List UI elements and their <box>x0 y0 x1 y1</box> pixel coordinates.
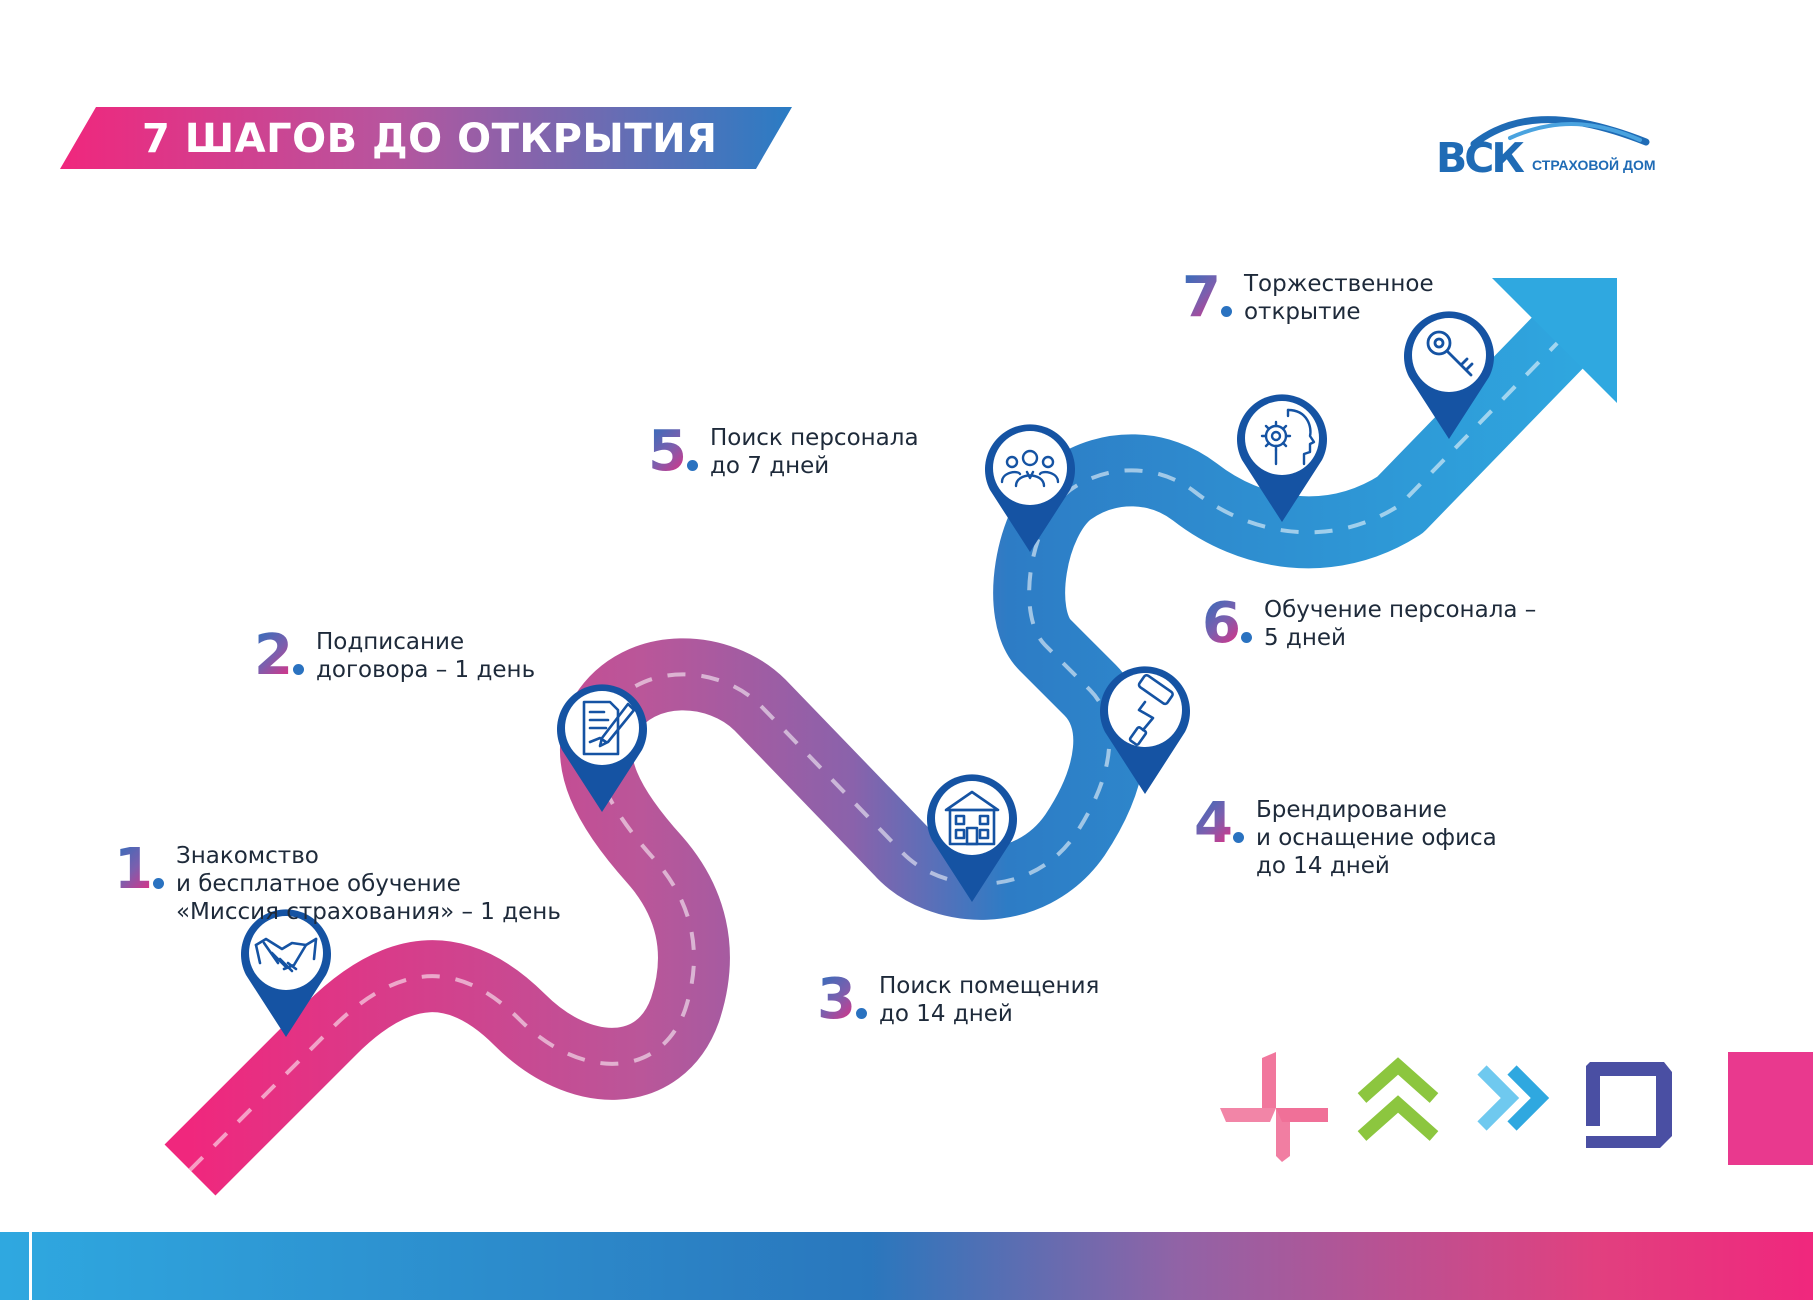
step-dot <box>1232 832 1244 843</box>
step-description: Поиск помещения до 14 дней <box>878 973 1100 1027</box>
step-2: 2 Подписание договора – 1 день <box>254 628 535 684</box>
step-number: 4 <box>1194 791 1233 856</box>
pin-step-4 <box>1100 666 1190 794</box>
logo-arc-icon <box>1470 116 1650 148</box>
step-description: Брендирование и оснащение офиса до 14 дн… <box>1255 797 1497 879</box>
pin-step-7 <box>1404 311 1494 439</box>
step-dot <box>855 1008 867 1019</box>
bottom-gradient-bar <box>0 1232 1813 1300</box>
team-icon <box>1000 449 1060 488</box>
brand-symbols <box>1220 1052 1672 1162</box>
head-gear-icon <box>1260 408 1316 466</box>
step-number: 3 <box>817 967 856 1032</box>
double-chevron-up-icon <box>1357 1057 1439 1141</box>
step-7: 7 Торжественное открытие <box>1182 270 1434 326</box>
step-dot <box>1220 306 1232 317</box>
step-number: 2 <box>254 623 293 688</box>
double-chevron-right-icon <box>1477 1065 1550 1131</box>
step-number: 6 <box>1202 591 1241 656</box>
plus-shape-icon <box>1220 1052 1328 1162</box>
pin-step-2 <box>557 684 647 812</box>
step-number: 7 <box>1182 265 1221 330</box>
step-description: Торжественное открытие <box>1243 271 1434 325</box>
paint-roller-icon <box>1128 673 1174 746</box>
step-1: 1 Знакомство и бесплатное обучение «Мисс… <box>114 842 561 926</box>
step-4: 4 Брендирование и оснащение офиса до 14 … <box>1194 796 1497 880</box>
bottom-bar-divider <box>29 1232 32 1300</box>
step-5: 5 Поиск персонала до 7 дней <box>648 424 919 480</box>
step-dot <box>292 664 304 675</box>
step-description: Подписание договора – 1 день <box>315 629 536 683</box>
vsk-logo: ВСК СТРАХОВОЙ ДОМ <box>1430 108 1670 180</box>
step-dot <box>152 878 164 889</box>
title-banner <box>60 107 792 169</box>
step-dot <box>686 460 698 471</box>
step-3: 3 Поиск помещения до 14 дней <box>817 972 1099 1028</box>
pin-step-5 <box>985 424 1075 552</box>
building-icon <box>944 790 1000 846</box>
step-dot <box>1240 632 1252 643</box>
contract-pen-icon <box>582 700 636 756</box>
key-icon <box>1426 330 1474 377</box>
pin-step-6 <box>1237 394 1327 522</box>
pink-corner-block <box>1728 1052 1813 1165</box>
road-centerline <box>188 328 1572 1172</box>
road-arrowhead <box>1492 278 1617 403</box>
handshake-icon <box>254 937 318 973</box>
step-number: 1 <box>114 837 153 902</box>
logo-mark: ВСК <box>1436 134 1525 182</box>
page-title: 7 ШАГОВ ДО ОТКРЫТИЯ <box>142 116 718 162</box>
step-description: Знакомство и бесплатное обучение «Миссия… <box>175 843 561 925</box>
logo-subtitle: СТРАХОВОЙ ДОМ <box>1532 157 1656 173</box>
step-6: 6 Обучение персонала – 5 дней <box>1202 596 1536 652</box>
square-outline-icon <box>1586 1062 1672 1148</box>
step-description: Обучение персонала – 5 дней <box>1263 597 1537 651</box>
step-number: 5 <box>648 419 687 484</box>
pin-step-3 <box>927 774 1017 902</box>
step-description: Поиск персонала до 7 дней <box>709 425 919 479</box>
pin-step-1 <box>241 909 331 1037</box>
